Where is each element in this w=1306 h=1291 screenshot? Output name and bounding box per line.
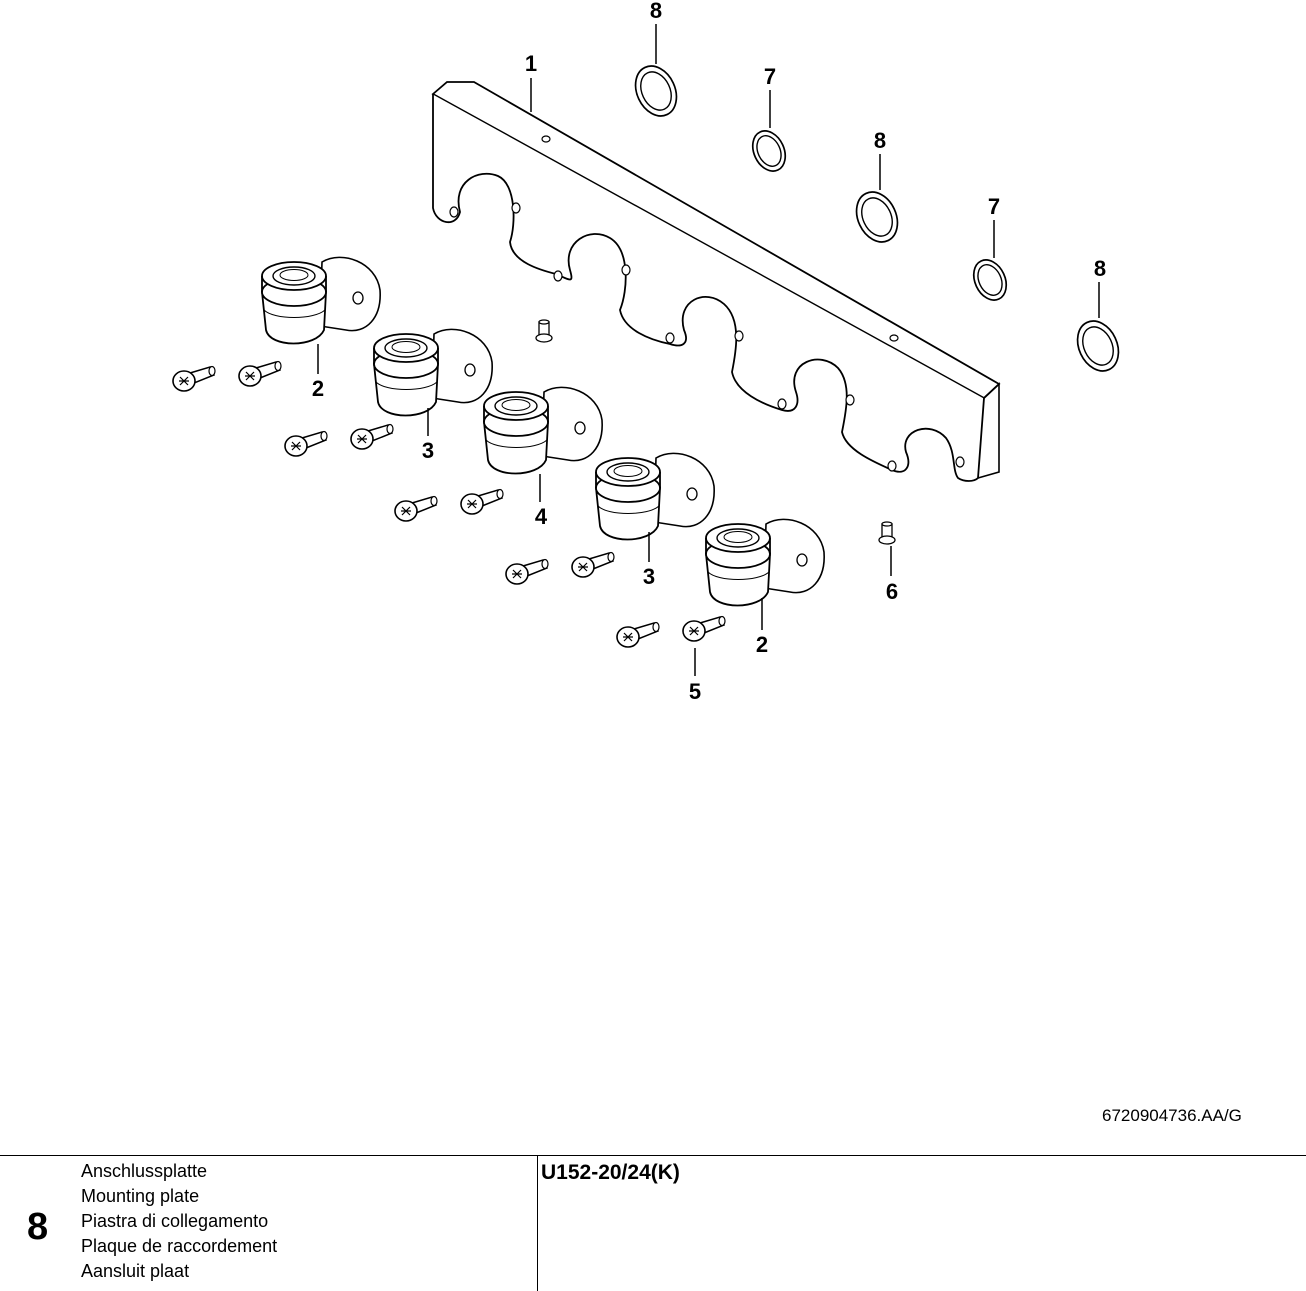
elbow-fitting-2 [261,256,382,345]
drawing-number: 6720904736.AA/G [1102,1106,1242,1125]
callout-3: 3 [422,438,434,463]
screw [682,615,726,642]
callout-5: 5 [689,679,701,704]
screw [172,365,216,392]
screw [460,488,504,515]
callout-8: 8 [874,128,886,153]
screw [394,495,438,522]
callout-7: 7 [764,64,776,89]
callout-labels: 1 8 7 8 7 8 2 3 4 3 2 5 6 [312,0,1106,704]
section-number: 8 [27,1206,49,1248]
callout-2: 2 [756,632,768,657]
elbow-fitting-3 [373,328,494,417]
seal-ring-7 [745,124,793,178]
callout-6: 6 [886,579,898,604]
elbow-fitting-4 [483,386,604,475]
title-it: Piastra di collegamento [81,1211,269,1231]
callout-7: 7 [988,194,1000,219]
seal-ring-8 [847,184,907,250]
seal-ring-8 [626,58,686,124]
title-nl: Aansluit plaat [81,1261,190,1281]
screw [505,558,549,585]
seal-ring-7 [966,253,1014,307]
leader-lines [317,24,1100,676]
title-en: Mounting plate [81,1186,200,1206]
elbow-fitting-2 [705,518,826,607]
title-block: 8 Anschlussplatte Mounting plate Piastra… [0,1155,1306,1291]
model-number: U152-20/24(K) [541,1161,680,1184]
mounting-plate [431,81,1001,482]
callout-8: 8 [1094,256,1106,281]
screw [350,423,394,450]
elbow-fitting-3 [595,452,716,541]
stud-6 [535,319,553,343]
stud-6 [878,521,896,545]
screw [238,360,282,387]
callout-8: 8 [650,0,662,23]
title-de: Anschlussplatte [81,1161,208,1181]
screw [571,551,615,578]
screw [284,430,328,457]
callout-1: 1 [525,51,537,76]
exploded-parts-diagram: 1 8 7 8 7 8 2 3 4 3 2 5 6 [172,0,1128,704]
screw [616,621,660,648]
footer-divider [537,1156,538,1291]
callout-4: 4 [535,504,548,529]
seal-ring-8 [1068,313,1128,379]
callout-3: 3 [643,564,655,589]
callout-2: 2 [312,376,324,401]
part-titles: Anschlussplatte Mounting plate Piastra d… [81,1159,277,1284]
title-fr: Plaque de raccordement [81,1236,278,1256]
